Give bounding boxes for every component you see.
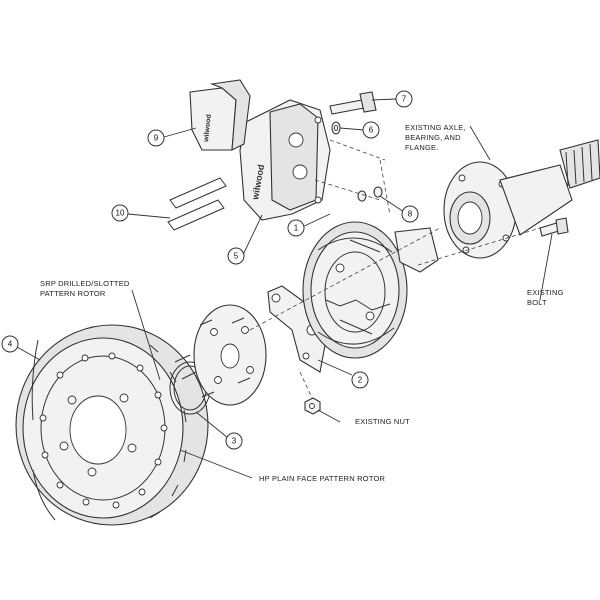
svg-text:6: 6 <box>369 126 374 135</box>
label-existing-bolt: EXISTING BOLT <box>527 288 564 307</box>
callout-3: 3 <box>225 432 243 450</box>
svg-text:10: 10 <box>116 209 125 218</box>
washer-6 <box>331 121 341 135</box>
callout-7: 7 <box>395 90 413 108</box>
callout-4: 4 <box>1 335 19 353</box>
existing-nut-part <box>304 397 321 415</box>
existing-bolt-part <box>539 217 569 237</box>
svg-text:FLANGE.: FLANGE. <box>405 143 439 152</box>
label-hp-rotor: HP PLAIN FACE PATTERN ROTOR <box>259 474 386 483</box>
svg-text:SRP DRILLED/SLOTTED: SRP DRILLED/SLOTTED <box>40 279 130 288</box>
svg-text:4: 4 <box>8 340 13 349</box>
callout-9: 9 <box>147 129 165 147</box>
svg-text:2: 2 <box>358 376 363 385</box>
pad-shims <box>167 177 227 231</box>
label-srp-rotor: SRP DRILLED/SLOTTED PATTERN ROTOR <box>40 279 130 298</box>
svg-text:PATTERN ROTOR: PATTERN ROTOR <box>40 289 106 298</box>
label-existing-axle: EXISTING AXLE, BEARING, AND FLANGE. <box>405 123 466 152</box>
mounting-bolt <box>329 91 377 115</box>
pad-brand-text: wilwood <box>203 114 213 143</box>
rotor-hat <box>174 304 267 406</box>
svg-text:7: 7 <box>402 95 407 104</box>
rotor <box>15 324 209 526</box>
svg-text:EXISTING AXLE,: EXISTING AXLE, <box>405 123 466 132</box>
label-existing-nut: EXISTING NUT <box>355 417 410 426</box>
assembly-line <box>314 179 381 201</box>
caliper: wilwood <box>239 99 331 221</box>
assembly-line <box>417 227 541 266</box>
callout-10: 10 <box>111 204 129 222</box>
callout-5: 5 <box>227 247 245 265</box>
brake-pads: wilwood <box>189 79 251 151</box>
svg-text:EXISTING: EXISTING <box>527 288 564 297</box>
svg-text:5: 5 <box>234 252 239 261</box>
assembly-line <box>379 159 391 216</box>
svg-text:BOLT: BOLT <box>527 298 547 307</box>
callout-2: 2 <box>351 371 369 389</box>
assembly-line <box>299 371 313 399</box>
callout-8: 8 <box>401 205 419 223</box>
axle-flange <box>443 139 600 259</box>
shims-8 <box>357 186 383 202</box>
parking-brake-assembly <box>302 221 439 359</box>
svg-text:3: 3 <box>232 437 237 446</box>
svg-text:1: 1 <box>294 224 299 233</box>
assembly-line <box>249 227 441 331</box>
svg-text:BEARING, AND: BEARING, AND <box>405 133 461 142</box>
callout-1: 1 <box>287 219 305 237</box>
callout-6: 6 <box>362 121 380 139</box>
svg-text:8: 8 <box>408 210 413 219</box>
assembly-line <box>329 139 386 161</box>
svg-text:9: 9 <box>154 134 159 143</box>
